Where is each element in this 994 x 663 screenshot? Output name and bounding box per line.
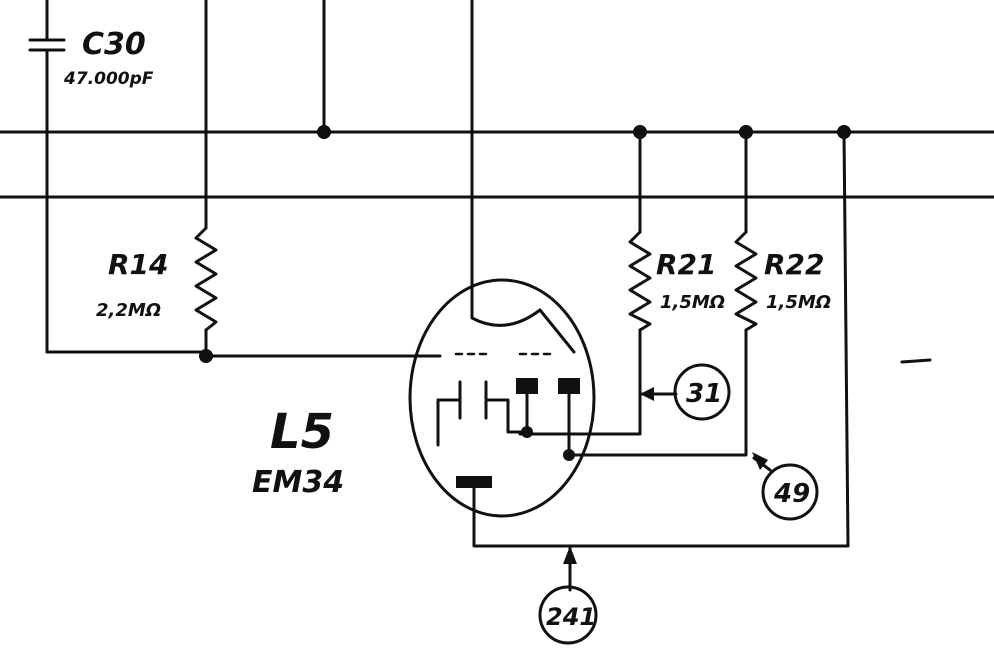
wire-cathode-return [472,130,850,548]
test-point-49: 49 [752,452,819,521]
test-point-31-label: 31 [686,379,722,409]
tube-type: EM34 [252,465,344,500]
capacitor-c30: C30 47.000pF [28,0,154,354]
wire-grid [45,350,442,358]
junction-dot [317,125,331,139]
test-point-241: 241 [538,544,598,645]
capacitor-c30-ref: C30 [82,27,146,62]
tube-em34: L5 EM34 [252,278,596,518]
resistor-r14-ref: R14 [108,248,169,281]
resistor-r22-ref: R22 [764,248,825,281]
test-point-49-label: 49 [773,479,810,509]
resistor-r22-value: 1,5MΩ [766,292,831,313]
test-point-241-label: 241 [546,603,596,631]
resistor-r21: R21 1,5MΩ [518,125,725,436]
resistor-r14-value: 2,2MΩ [96,300,161,321]
stray-mark [900,358,932,364]
resistor-r21-ref: R21 [656,248,717,281]
resistor-r22: R22 1,5MΩ [566,125,831,457]
tube-ref: L5 [270,404,334,460]
test-point-31: 31 [638,363,731,421]
resistor-r14: R14 2,2MΩ [96,0,218,363]
resistor-r21-value: 1,5MΩ [660,292,725,313]
capacitor-c30-value: 47.000pF [63,69,154,89]
